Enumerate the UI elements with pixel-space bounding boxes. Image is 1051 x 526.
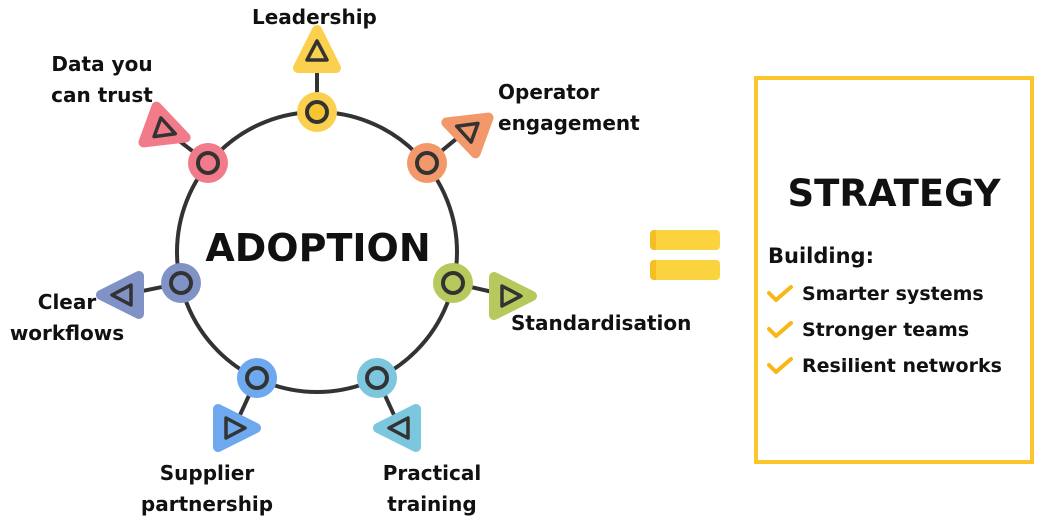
strategy-item: Resilient networks (766, 355, 1002, 377)
node-ring (305, 100, 329, 124)
triangle-outline (305, 39, 329, 62)
strategy-item: Stronger teams (766, 319, 969, 341)
strategy-item-label: Stronger teams (802, 319, 970, 341)
triangle-badge (138, 101, 191, 148)
node-halo (433, 263, 473, 303)
strategy-box: STRATEGY Building: Smarter systems Stron… (754, 76, 1034, 464)
triangle-marker-icon (441, 112, 494, 159)
node-halo (161, 263, 201, 303)
node-halo (357, 358, 397, 398)
triangle-badge (213, 404, 261, 452)
node-ring (441, 271, 465, 295)
node-halo (407, 143, 447, 183)
triangle-marker-icon (293, 25, 341, 73)
node-ring (415, 151, 439, 175)
strategy-item-label: Resilient networks (802, 355, 1002, 377)
triangle-marker-icon (213, 404, 261, 452)
triangle-outline (387, 416, 410, 440)
strategy-title: STRATEGY (787, 172, 1001, 215)
node-ring (169, 271, 193, 295)
triangle-marker-icon (138, 101, 191, 148)
strategy-subtitle: Building: (768, 244, 874, 268)
triangle-marker-icon (373, 404, 421, 452)
node-halo (237, 358, 277, 398)
triangle-outline (224, 416, 247, 440)
node-halo (188, 143, 228, 183)
triangle-marker-icon (96, 271, 144, 319)
triangle-badge (293, 25, 341, 73)
check-icon (767, 357, 793, 374)
strategy-item: Smarter systems (766, 283, 984, 305)
node-ring (365, 366, 389, 390)
node-ring (245, 366, 269, 390)
triangle-outline (454, 121, 480, 144)
equals-bar-top (650, 230, 720, 250)
center-label: ADOPTION (205, 226, 431, 270)
triangle-badge (373, 404, 421, 452)
triangle-outline (152, 116, 178, 139)
triangle-marker-icon (489, 272, 537, 320)
check-icon (767, 285, 793, 302)
label-standardisation: Standardisation (511, 311, 692, 335)
label-leadership: Leadership (252, 5, 377, 29)
equals-bar-bottom (650, 260, 720, 280)
node-ring (196, 151, 220, 175)
triangle-outline (110, 283, 133, 307)
triangle-outline (500, 284, 523, 308)
strategy-item-label: Smarter systems (802, 283, 984, 305)
check-icon (767, 321, 793, 338)
